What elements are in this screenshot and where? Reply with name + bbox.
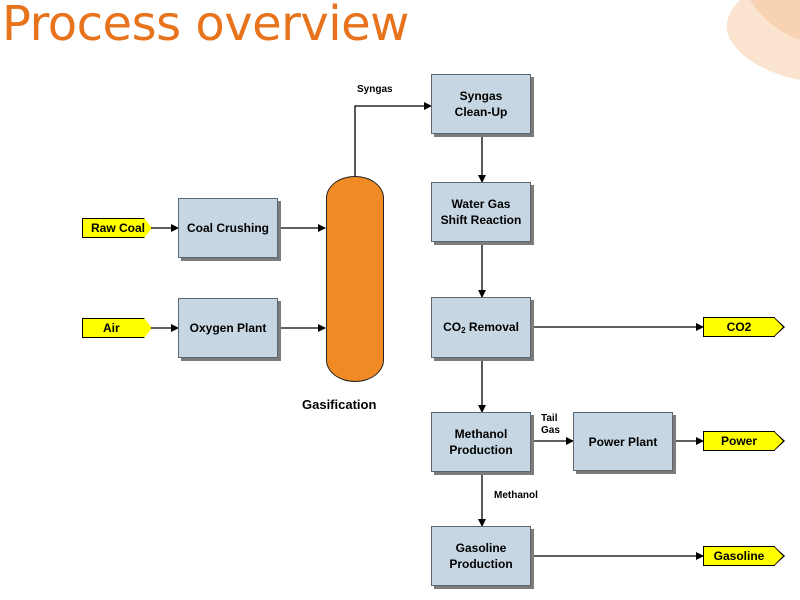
decorative-leaf-graphic (726, 0, 800, 80)
syngas-cleanup-box: Syngas Clean-Up (431, 74, 531, 134)
coal-crushing-label: Coal Crushing (186, 221, 269, 235)
methanol-production-box: Methanol Production (431, 412, 531, 472)
syngas-cleanup-label: Syngas Clean-Up (454, 89, 508, 119)
water-gas-shift-label: Water Gas Shift Reaction (440, 197, 522, 227)
coal-crushing-box: Coal Crushing (178, 198, 278, 258)
gasoline-output-tag: Gasoline (703, 546, 785, 566)
slide-title: Process overview (2, 0, 409, 52)
water-gas-shift-box: Water Gas Shift Reaction (431, 182, 531, 242)
air-input-tag: Air (82, 318, 152, 338)
methanol-stream-label: Methanol (494, 490, 538, 501)
arrow-gasifier-to-cleanup (354, 102, 432, 176)
gasoline-output-label: Gasoline (713, 549, 765, 563)
power-output-tag: Power (703, 431, 785, 451)
gasoline-production-box: Gasoline Production (431, 526, 531, 586)
power-plant-label: Power Plant (588, 434, 658, 449)
co2-output-tag: CO2 (703, 317, 785, 337)
tail-gas-stream-label: Tail Gas (541, 413, 560, 436)
power-output-label: Power (720, 434, 757, 448)
gasifier-vessel (326, 176, 384, 382)
power-plant-box: Power Plant (573, 412, 673, 471)
raw-coal-input-tag: Raw Coal (82, 218, 152, 238)
gasification-label: Gasification (302, 397, 377, 412)
raw-coal-label: Raw Coal (91, 221, 146, 235)
oxygen-plant-label: Oxygen Plant (189, 321, 267, 335)
air-label: Air (103, 321, 120, 335)
co2-removal-box: CO2 Removal (431, 297, 531, 358)
oxygen-plant-box: Oxygen Plant (178, 298, 278, 358)
syngas-stream-label: Syngas (357, 84, 393, 95)
co2-output-label: CO2 (726, 320, 752, 334)
methanol-production-label: Methanol Production (449, 427, 513, 457)
co2-removal-label: CO2 Removal (443, 319, 519, 335)
gasoline-production-label: Gasoline Production (449, 541, 513, 571)
